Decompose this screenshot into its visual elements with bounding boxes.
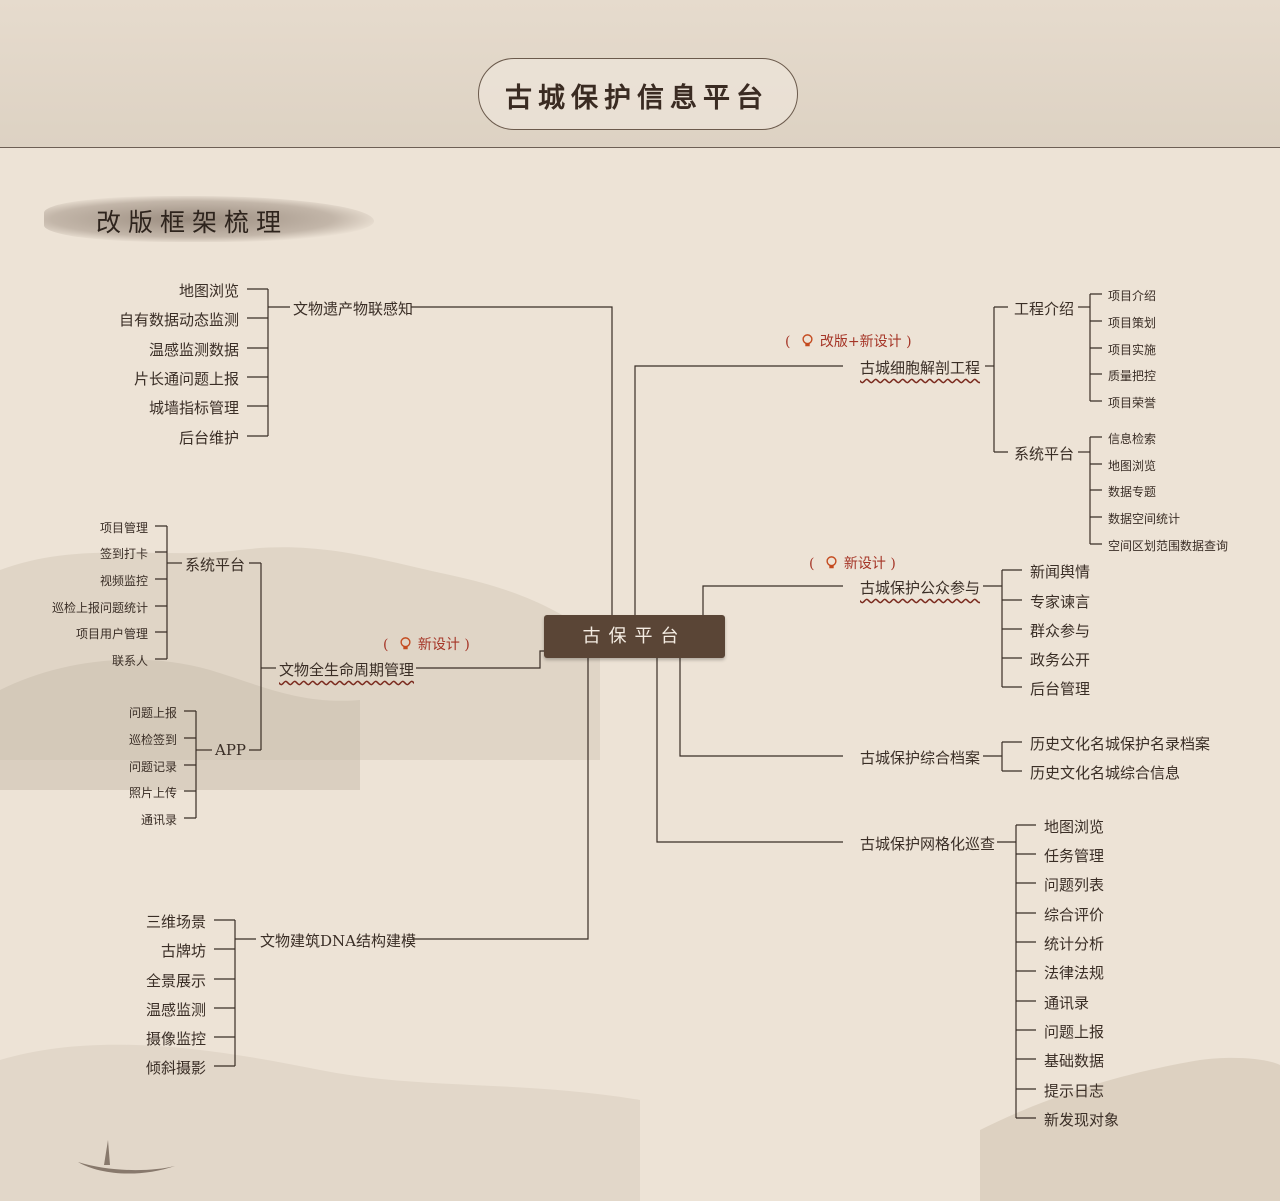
lifecycle-app-leaf-4[interactable]: 通讯录 [140,813,177,827]
lifecycle-system-leaf-5[interactable]: 联系人 [111,654,148,668]
lifecycle-system-leaf-0[interactable]: 项目管理 [99,521,148,535]
lifecycle-app-leaf-0[interactable]: 问题上报 [128,706,177,720]
lightbulb-icon [400,637,411,650]
leaf-grid-0[interactable]: 地图浏览 [1044,818,1105,836]
cell-intro-leaf-4[interactable]: 项目荣誉 [1108,396,1157,410]
leaf-dna-2[interactable]: 全景展示 [145,972,206,990]
boat-icon [78,1140,175,1174]
mountain-left-near [0,659,360,790]
lifecycle-system-leaf-3[interactable]: 巡检上报问题统计 [51,601,148,615]
lifecycle-system-leaf-1[interactable]: 签到打卡 [99,547,148,561]
leaf-public-2[interactable]: 群众参与 [1030,622,1091,640]
cell-system-leaf-4[interactable]: 空间区划范围数据查询 [1108,539,1229,553]
tag-new-lifecycle-label: 新设计 [417,637,460,653]
leaf-grid-7[interactable]: 问题上报 [1044,1023,1105,1041]
leaf-public-0[interactable]: 新闻舆情 [1030,563,1091,581]
leaf-iot-4[interactable]: 城墙指标管理 [148,399,239,417]
root-node[interactable]: 古保平台 [544,615,725,658]
cell-system-leaf-2[interactable]: 数据专题 [1108,485,1157,499]
leaf-dna-0[interactable]: 三维场景 [145,913,206,931]
branch-dna[interactable]: 文物建筑DNA结构建模 [260,932,416,950]
tag-revamp-cell-label: 改版+新设计 [819,334,902,350]
tag-new-public-label: 新设计 [843,556,886,572]
tag-revamp-cell: ( 改版+新设计 ) [785,334,912,350]
leaf-grid-4[interactable]: 统计分析 [1044,935,1105,953]
leaf-public-3[interactable]: 政务公开 [1030,651,1091,669]
lifecycle-app[interactable]: APP [215,741,247,759]
leaf-iot-1[interactable]: 自有数据动态监测 [118,311,239,329]
lightbulb-icon [802,334,813,347]
tag-new-lifecycle: ( 新设计 ) [383,637,470,653]
cell-intro-leaf-0[interactable]: 项目介绍 [1108,289,1157,303]
mountain-bottom [0,1044,640,1201]
cell-intro-leaf-3[interactable]: 质量把控 [1108,369,1157,383]
lifecycle-system-leaf-4[interactable]: 项目用户管理 [75,627,148,641]
leaf-dna-5[interactable]: 倾斜摄影 [145,1059,206,1077]
leaf-iot-3[interactable]: 片长通问题上报 [133,370,239,388]
lifecycle-app-leaf-2[interactable]: 问题记录 [128,760,177,774]
cell-system-leaf-1[interactable]: 地图浏览 [1108,459,1157,473]
cell-intro[interactable]: 工程介绍 [1014,300,1075,318]
leaf-dna-1[interactable]: 古牌坊 [160,942,206,960]
lightbulb-icon [826,556,837,569]
section-title: 改版框架梳理 [96,208,289,237]
leaf-archive-1[interactable]: 历史文化名城综合信息 [1030,764,1181,782]
branch-iot[interactable]: 文物遗产物联感知 [293,300,414,318]
leaf-grid-3[interactable]: 综合评价 [1044,906,1105,924]
lifecycle-system[interactable]: 系统平台 [185,556,246,574]
leaf-public-4[interactable]: 后台管理 [1030,680,1091,698]
leaf-grid-10[interactable]: 新发现对象 [1044,1111,1120,1129]
leaf-iot-5[interactable]: 后台维护 [178,429,239,447]
leaf-iot-0[interactable]: 地图浏览 [178,282,239,300]
leaf-dna-4[interactable]: 摄像监控 [145,1030,206,1048]
cell-intro-leaf-1[interactable]: 项目策划 [1108,316,1157,330]
leaf-grid-9[interactable]: 提示日志 [1044,1082,1105,1100]
page-title: 古城保护信息平台 [505,83,769,114]
leaf-public-1[interactable]: 专家谏言 [1030,593,1091,611]
branch-grid[interactable]: 古城保护网格化巡查 [860,835,996,853]
cell-system-leaf-3[interactable]: 数据空间统计 [1108,512,1181,526]
leaf-grid-8[interactable]: 基础数据 [1044,1052,1105,1070]
brush-stroke-decoration [44,196,374,242]
leaf-dna-3[interactable]: 温感监测 [145,1001,206,1019]
branch-archive[interactable]: 古城保护综合档案 [860,749,981,767]
lifecycle-app-leaf-1[interactable]: 巡检签到 [128,733,177,747]
leaf-grid-1[interactable]: 任务管理 [1044,847,1105,865]
lifecycle-app-leaf-3[interactable]: 照片上传 [128,786,177,800]
branch-lifecycle[interactable]: 文物全生命周期管理 [279,661,415,679]
branch-public[interactable]: 古城保护公众参与 [860,579,981,597]
lifecycle-system-leaf-2[interactable]: 视频监控 [99,574,148,588]
leaf-grid-2[interactable]: 问题列表 [1044,876,1105,894]
tag-new-public: ( 新设计 ) [809,556,896,572]
leaf-archive-0[interactable]: 历史文化名城保护名录档案 [1030,735,1211,753]
branch-cell[interactable]: 古城细胞解剖工程 [860,359,981,377]
cell-system[interactable]: 系统平台 [1014,445,1075,463]
leaf-iot-2[interactable]: 温感监测数据 [148,341,239,359]
mountain-bottom-right [980,1057,1280,1201]
cell-system-leaf-0[interactable]: 信息检索 [1108,432,1157,446]
leaf-grid-5[interactable]: 法律法规 [1044,964,1105,982]
title-frame [478,58,798,130]
leaf-grid-6[interactable]: 通讯录 [1044,994,1090,1012]
cell-intro-leaf-2[interactable]: 项目实施 [1108,343,1157,357]
